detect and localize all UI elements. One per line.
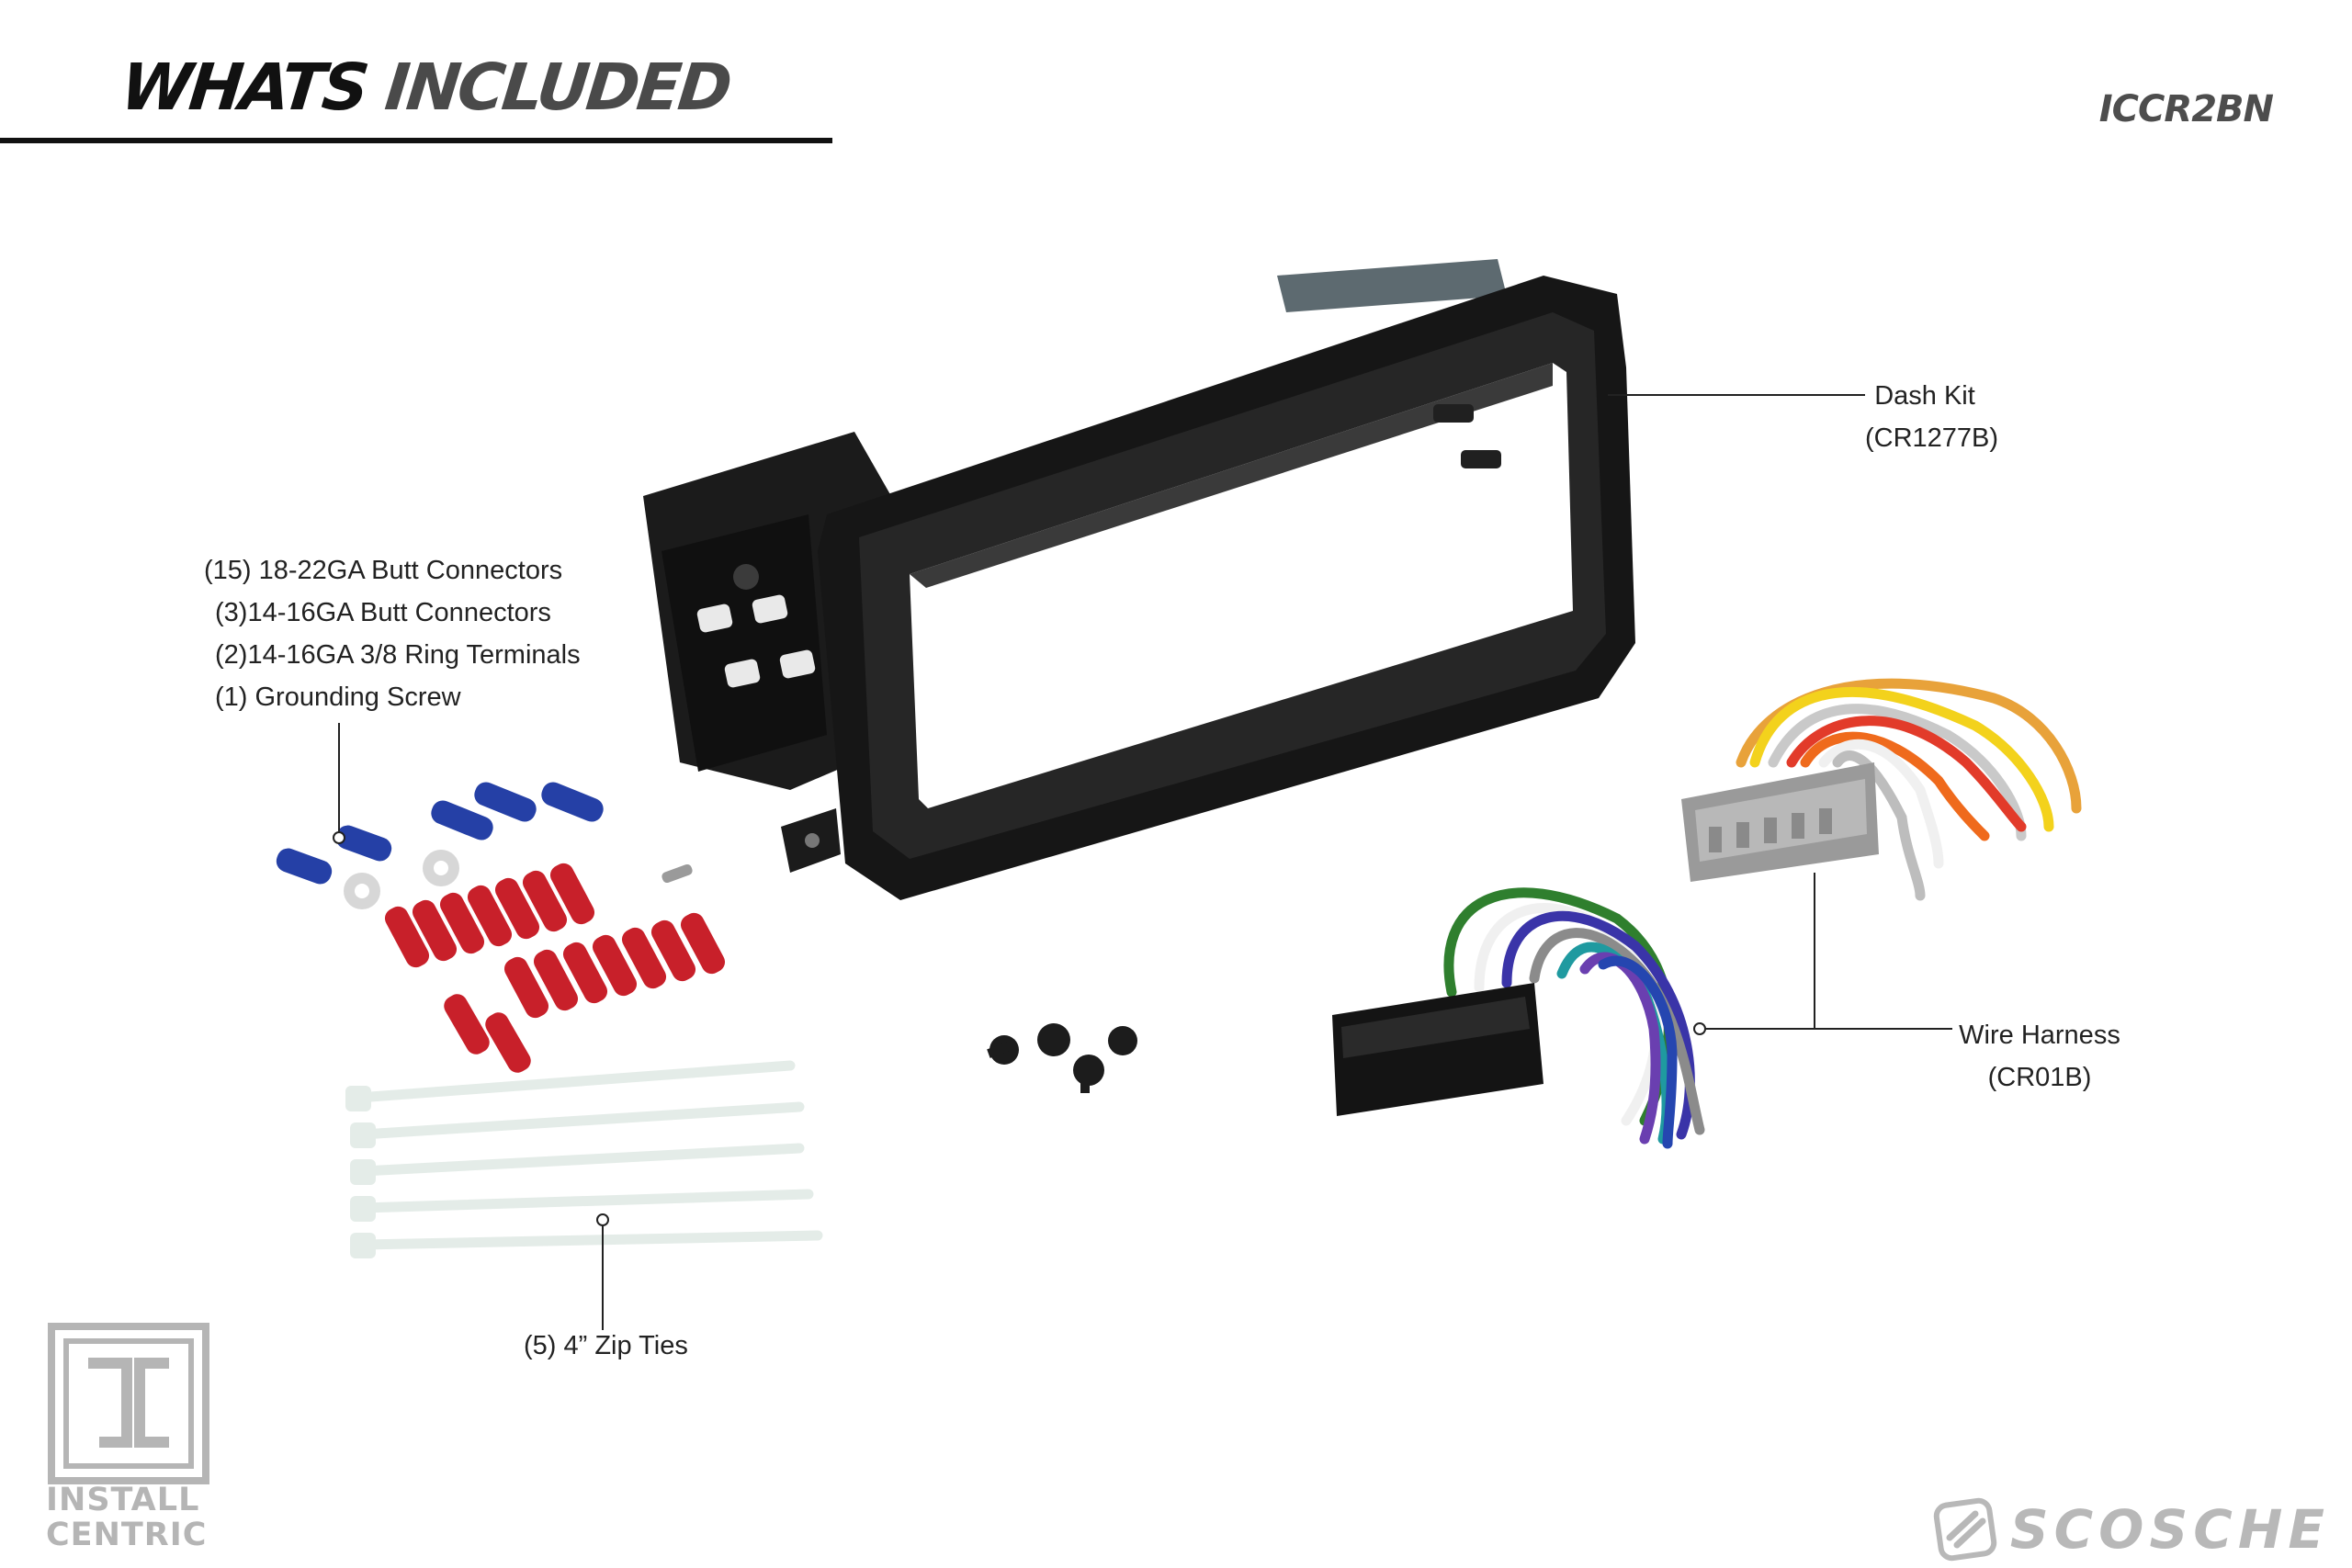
scosche-brand: SCOSCHE [1933, 1497, 2330, 1562]
logo-line-centric: CENTRIC [46, 1517, 208, 1553]
dash-kit-image [643, 259, 1635, 900]
connectors-line-1: (15) 18-22GA Butt Connectors [204, 556, 563, 585]
connectors-line-4: (1) Grounding Screw [215, 682, 461, 712]
connectors-line-2: (3)14-16GA Butt Connectors [215, 598, 551, 627]
model-number: ICCR2BN [2098, 88, 2274, 130]
scosche-wordmark: SCOSCHE [2009, 1498, 2330, 1561]
dash-kit-code: (CR1277B) [1865, 423, 1999, 453]
wire-harness-code: (CR01B) [1987, 1063, 2092, 1092]
dash-kit-label: Dash Kit (CR1277B) [1865, 375, 1999, 459]
zip-ties-image [345, 1060, 823, 1258]
gray-harness-image [1681, 678, 2082, 901]
screws-image [987, 1023, 1137, 1093]
wire-harness-name: Wire Harness [1959, 1021, 2120, 1050]
wire-harness-label: Wire Harness (CR01B) [1957, 1014, 2122, 1099]
black-harness-image [1332, 887, 1705, 1149]
connectors-image [276, 782, 726, 1073]
scosche-logo-icon [1933, 1497, 1997, 1562]
harness-leader-gray [1700, 873, 1815, 1030]
connectors-line-3: (2)14-16GA 3/8 Ring Terminals [215, 640, 581, 670]
leader-lines [338, 394, 1952, 1330]
install-centric-wordmark: INSTALL CENTRIC [46, 1483, 207, 1552]
install-centric-logo-icon [48, 1323, 209, 1484]
dash-kit-name: Dash Kit [1874, 381, 1975, 411]
logo-line-install: INSTALL [46, 1482, 200, 1518]
title-underline [0, 138, 832, 143]
zip-ties-label: (5) 4” Zip Ties [524, 1331, 688, 1360]
connectors-list: (15) 18-22GA Butt Connectors (3)14-16GA … [204, 549, 581, 718]
